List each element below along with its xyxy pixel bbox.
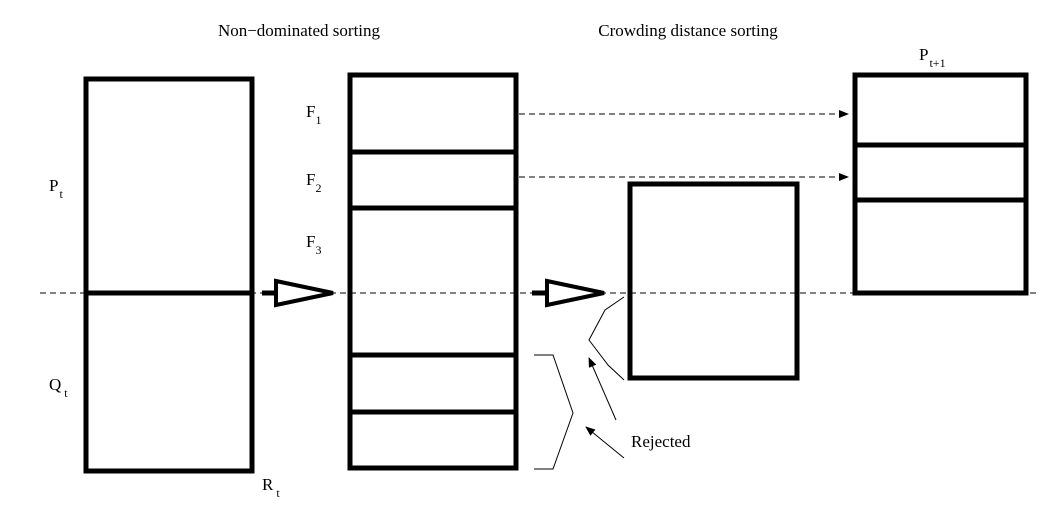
label-f3: F3 xyxy=(306,232,321,257)
heading-non-dominated-sorting: Non−dominated sorting xyxy=(218,21,381,40)
sort-arrow-1 xyxy=(262,278,334,308)
label-pt: Pt xyxy=(49,176,63,201)
combined-population-box xyxy=(83,76,255,474)
fronts-box xyxy=(347,72,519,471)
heading-crowding-distance-sorting: Crowding distance sorting xyxy=(598,21,778,40)
label-rejected: Rejected xyxy=(631,432,691,451)
sort-arrow-2 xyxy=(532,278,605,308)
rejected-brace-fronts xyxy=(534,354,574,470)
next-population-block xyxy=(852,72,1029,296)
crowding-box xyxy=(627,181,800,381)
label-f1: F1 xyxy=(306,102,321,127)
rejected-brace-crowding xyxy=(588,296,625,381)
label-f2: F2 xyxy=(306,170,321,195)
rejected-pointer-lower xyxy=(585,426,625,459)
combined-population-block xyxy=(83,76,255,474)
next-population-box xyxy=(852,72,1029,296)
label-pt-plus-1: Pt+1 xyxy=(919,45,946,70)
rejected-pointer-upper xyxy=(588,357,617,421)
fronts-block xyxy=(347,72,519,471)
